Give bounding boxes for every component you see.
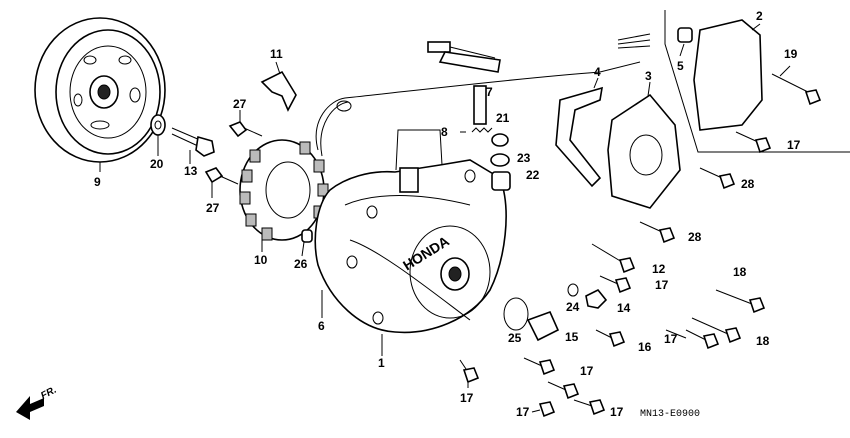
- callout-5: 5: [677, 59, 684, 73]
- callout-27-upper: 27: [233, 97, 247, 111]
- callout-2: 2: [756, 9, 763, 23]
- bracket-part: [555, 86, 603, 188]
- bolt-17-bottom-mid: [547, 381, 580, 400]
- callout-28-upper: 28: [741, 177, 755, 191]
- callout-7: 7: [486, 85, 493, 99]
- connector-part: [336, 33, 651, 112]
- bolt-28-upper: [699, 167, 736, 190]
- callout-6: 6: [318, 319, 325, 333]
- callout-25: 25: [508, 331, 522, 345]
- callout-17-bottom-pair: 17: [516, 405, 530, 419]
- stator-part: [239, 139, 329, 241]
- washer-part: [150, 114, 166, 136]
- callout-3: 3: [645, 69, 652, 83]
- inset-frame: [664, 10, 850, 153]
- o-ring-24-part: [567, 283, 579, 297]
- callout-28-lower: 28: [688, 230, 702, 244]
- bolt-17-mid: [599, 275, 632, 294]
- collar-part: [677, 27, 693, 43]
- shift-arm-part: [438, 51, 501, 125]
- callout-17-lower-mid: 17: [580, 364, 594, 378]
- callout-17-right: 17: [664, 332, 678, 346]
- callout-9: 9: [94, 175, 101, 189]
- callout-11: 11: [270, 47, 283, 61]
- callouts: 1 2 3 4 5 6 7 8 9 10 11 12 13 14 15 16 1…: [94, 9, 801, 419]
- flywheel-part: [34, 17, 166, 163]
- callout-17-mid: 17: [655, 278, 669, 292]
- cap-part: [526, 310, 560, 342]
- leader-lines: [99, 23, 791, 413]
- bolt-28-lower: [639, 221, 676, 244]
- flywheel-bolt-part: [171, 127, 215, 157]
- callout-17-bottom-right: 17: [610, 405, 624, 419]
- bolt-27-upper: [228, 121, 263, 138]
- sprocket-cover-part: [607, 93, 681, 209]
- dowel-pin-part: [301, 229, 313, 243]
- callout-27-lower: 27: [206, 201, 220, 215]
- callout-4: 4: [594, 65, 601, 79]
- direction-label: FR.: [39, 385, 58, 402]
- callout-14: 14: [617, 301, 631, 315]
- bolt-18-lower: [691, 317, 742, 344]
- bolt-17-bottom-pair: [538, 401, 556, 418]
- callout-22: 22: [526, 168, 540, 182]
- callout-17-inset: 17: [787, 138, 801, 152]
- washer-23-part: [490, 153, 510, 167]
- callout-15: 15: [565, 330, 579, 344]
- bolt-17-bottom-right: [573, 399, 606, 416]
- bolt-19: [771, 73, 822, 106]
- bolt-17-lower-mid: [523, 357, 556, 376]
- callout-18-lower: 18: [756, 334, 770, 348]
- bolt-17-inset: [735, 131, 772, 154]
- callout-10: 10: [254, 253, 268, 267]
- washer-21-part: [491, 133, 509, 147]
- bolt-17-bottom-left: [459, 359, 480, 384]
- callout-24: 24: [566, 300, 580, 314]
- clamp-part: [260, 70, 297, 112]
- spring-part: [471, 127, 493, 133]
- callout-19: 19: [784, 47, 798, 61]
- bearing-22-part: [491, 171, 511, 191]
- callout-26: 26: [294, 257, 308, 271]
- bolt-18-upper: [715, 289, 766, 314]
- callout-12: 12: [652, 262, 666, 276]
- arrow-icon: [16, 396, 44, 420]
- front-direction-arrow: FR.: [16, 385, 58, 420]
- bolt-12: [591, 243, 636, 274]
- callout-16: 16: [638, 340, 652, 354]
- callout-20: 20: [150, 157, 164, 171]
- callout-17-bottom-left: 17: [460, 391, 474, 405]
- callout-13: 13: [184, 164, 198, 178]
- wire-harness: [315, 61, 641, 151]
- callout-23: 23: [517, 151, 531, 165]
- callout-8: 8: [441, 125, 448, 139]
- bolt-27-lower: [204, 167, 239, 185]
- o-ring-25-part: [503, 297, 529, 331]
- bolt-17-right: [685, 329, 720, 350]
- bolt-16: [595, 329, 626, 348]
- crankcase-cover-part: [314, 129, 507, 334]
- drive-cover-part: [677, 19, 763, 131]
- callout-18-upper: 18: [733, 265, 747, 279]
- callout-1: 1: [378, 356, 385, 370]
- callout-21: 21: [496, 111, 510, 125]
- plug-part: [585, 288, 608, 309]
- drawing-code: MN13-E0900: [640, 409, 700, 420]
